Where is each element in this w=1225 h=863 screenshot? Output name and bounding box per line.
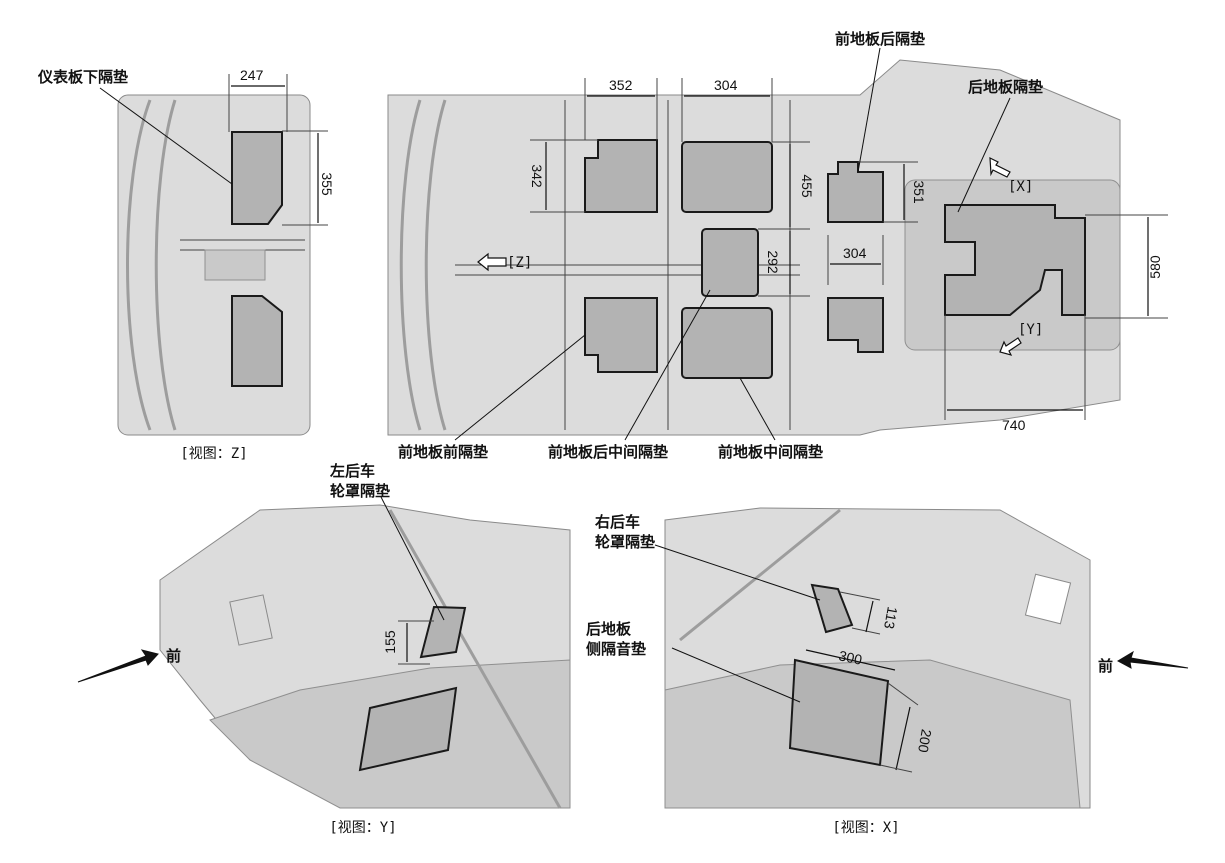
dim-580: 580 [1147, 255, 1163, 279]
view-y-arrow-icon [999, 337, 1022, 356]
dim-113: 113 [881, 605, 901, 630]
front-direction-arrow-right-icon [1116, 650, 1189, 669]
dim-352: 352 [609, 77, 633, 93]
view-z-arrow-icon [477, 252, 507, 272]
left-rear-wheel-pad-label-2: 轮罩隔垫 [330, 482, 390, 500]
view-x-tail-light-opening [1024, 573, 1072, 625]
leader-rear-floor-pad [957, 97, 1011, 213]
rear-floor-side-pad-label-2: 侧隔音垫 [586, 640, 646, 658]
dim-740: 740 [1002, 417, 1026, 433]
view-x-arrow-icon [989, 156, 1011, 178]
dim-304-top: 304 [714, 77, 738, 93]
dim-113-line [865, 600, 874, 633]
caption-view-y: [视图：Y] [329, 820, 396, 836]
main-floor-drawing: 前地板后隔垫 后地板隔垫 前地板前隔垫 前地板后中间隔垫 前地板中间隔垫 352… [387, 30, 1168, 461]
dim-342: 342 [529, 164, 545, 188]
dim-200: 200 [915, 728, 935, 754]
dim-455: 455 [799, 174, 815, 198]
front-floor-middle-pad-label: 前地板中间隔垫 [718, 443, 823, 461]
view-z-left-rail [126, 99, 152, 431]
right-rear-wheel-pad-label-2: 轮罩隔垫 [595, 533, 655, 551]
ext-200-top [887, 682, 919, 706]
rear-floor-side-pad-left [358, 686, 458, 772]
view-y-drawing: 前 左后车 轮罩隔垫 155 [视图：Y] [77, 462, 571, 836]
left-rear-wheel-pad-label-1: 左后车 [329, 462, 375, 480]
instrument-pad-upper [231, 131, 283, 225]
ext-113-top [839, 591, 881, 601]
rear-floor-pad [944, 204, 1086, 316]
front-floor-rear-pad-lower [827, 297, 884, 353]
left-rear-wheel-pad [419, 605, 467, 659]
leader-instrument-pad [99, 87, 233, 185]
leader-left-rear-wheel-pad [380, 496, 445, 621]
leader-right-rear-wheel-pad [654, 544, 821, 601]
front-label-left: 前 [166, 647, 181, 665]
dim-292: 292 [765, 250, 781, 274]
front-floor-rear-middle-pad [701, 228, 759, 297]
view-y-strut [388, 509, 562, 809]
front-direction-arrow-left-icon [77, 649, 159, 683]
front-label-right: 前 [1098, 657, 1113, 675]
view-x-marker: [X] [1008, 179, 1033, 195]
floor-front-rail [399, 99, 422, 431]
view-x-drawing: 前 右后车 轮罩隔垫 后地板 侧隔音垫 113 300 200 [视图：X] [586, 507, 1189, 836]
dim-247: 247 [240, 67, 264, 83]
instrument-pad-label: 仪表板下隔垫 [37, 68, 128, 86]
leader-front-floor-front-pad [454, 334, 586, 441]
front-floor-rear-middle-pad-label: 前地板后中间隔垫 [548, 443, 668, 461]
instrument-pad-lower [231, 295, 283, 387]
dim-304-mid: 304 [843, 245, 867, 261]
view-y-marker: [Y] [1018, 322, 1043, 338]
dim-300: 300 [837, 647, 863, 668]
view-z-marker: [Z] [507, 255, 532, 271]
ext-200-bottom [879, 764, 913, 773]
front-floor-middle-pad-lower [681, 307, 773, 379]
leader-rear-floor-side-pad [671, 647, 801, 703]
view-x-strut [679, 508, 841, 642]
dim-300-line [805, 649, 896, 671]
caption-view-z: [视图：Z] [180, 446, 247, 462]
leader-front-floor-rear-middle-pad [624, 289, 711, 441]
front-floor-front-pad-right [584, 297, 658, 373]
leader-front-floor-rear-pad [857, 47, 881, 173]
view-z-drawing: 仪表板下隔垫 247 355 [视图：Z] [37, 67, 335, 462]
leader-front-floor-middle-pad [739, 377, 776, 441]
dim-200-line [895, 706, 911, 771]
view-z-bracket [204, 249, 266, 281]
dim-355: 355 [319, 172, 335, 196]
right-rear-wheel-pad-label-1: 右后车 [595, 513, 640, 531]
dim-155: 155 [382, 630, 398, 654]
right-rear-wheel-pad [810, 583, 854, 634]
front-floor-rear-pad-label: 前地板后隔垫 [835, 30, 925, 48]
front-floor-front-pad-label: 前地板前隔垫 [398, 443, 488, 461]
rear-floor-side-pad-label-1: 后地板 [586, 620, 632, 638]
dim-351: 351 [911, 180, 927, 204]
view-y-tail-light-opening [229, 594, 273, 646]
caption-view-x: [视图：X] [832, 820, 899, 836]
front-floor-middle-pad-upper [681, 141, 773, 213]
rear-floor-pad-label: 后地板隔垫 [968, 78, 1043, 96]
floor-front-rail-2 [424, 99, 447, 431]
